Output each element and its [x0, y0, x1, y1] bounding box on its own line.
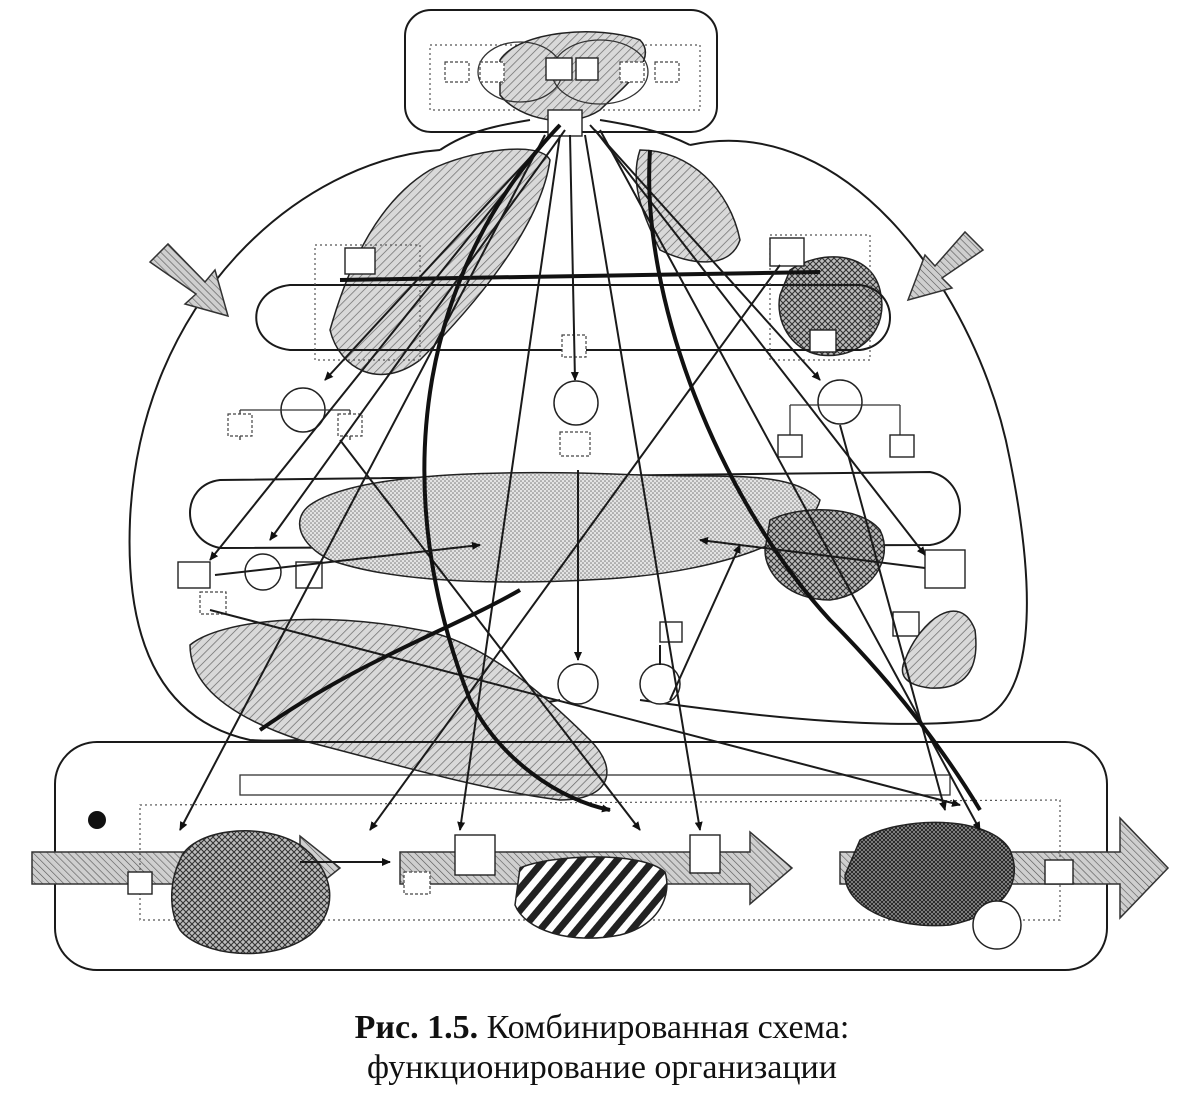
bottom-black-dot: [88, 811, 106, 829]
bottom-circle-right: [972, 900, 1022, 950]
bottom-box-4: [689, 834, 721, 874]
tree-left-box-1: [227, 413, 253, 437]
bottom-box-3: [454, 834, 496, 876]
bottom-production-block: [31, 741, 1170, 971]
level-3-nodes: [227, 379, 915, 458]
right-input-arrow: [906, 230, 985, 302]
connecting-arrows: [179, 123, 982, 866]
caption-title-line-1: Комбинированная схема:: [486, 1009, 850, 1046]
level-2-left-dashed-frame: [314, 244, 421, 361]
level-4-ellipse: [189, 470, 961, 550]
lower-zones: [189, 610, 977, 801]
top-unit-box-1: [444, 61, 470, 83]
arrow-left-to-right-bottom: [209, 609, 961, 807]
arrow-left-mid-horizontal: [214, 541, 481, 576]
bottom-left-cross-blob: [171, 830, 331, 955]
arrow-top-to-bottom-2: [584, 134, 703, 831]
arrow-right-mid-horizontal: [699, 537, 926, 569]
bottom-bar-frame: [239, 774, 951, 796]
top-unit-box-6: [654, 61, 680, 83]
upper-right-cross-blob: [778, 256, 883, 357]
arrow-top-to-left-3: [269, 129, 566, 541]
thick-curve-left: [422, 123, 611, 813]
lower-box-center: [659, 621, 683, 643]
lower-circle-left: [557, 663, 599, 705]
level-2-box-right: [769, 237, 805, 267]
level-2-thick-bar: [339, 270, 821, 282]
top-unit-box-4: [575, 57, 599, 81]
level-3-circle-right: [817, 379, 863, 425]
level-4-circle-left: [244, 553, 282, 591]
inner-top-right-curve: [599, 119, 691, 146]
level-2-box-left: [344, 247, 376, 275]
thick-curve-right: [647, 149, 982, 812]
arrow-right-node-down: [839, 424, 947, 811]
top-unit-box-5: [619, 61, 645, 83]
combined-organization-diagram: [31, 9, 1170, 971]
arrow-top-to-bottom-3: [599, 129, 981, 831]
bottom-right-dense-blob: [844, 821, 1015, 927]
arrow-right-to-bottom: [369, 264, 781, 831]
bottom-box-2: [403, 871, 431, 895]
top-unit-box-3: [545, 57, 573, 81]
arrow-top-to-bottom-4: [179, 134, 546, 831]
arrow-lower-right-up: [669, 544, 741, 701]
bottom-box-5: [1044, 859, 1074, 885]
figure-caption: Рис. 1.5. Комбинированная схема: функцио…: [0, 1008, 1204, 1088]
bottom-dashed-frame: [139, 799, 1061, 921]
left-input-arrow: [148, 242, 230, 318]
top-management-block: [404, 9, 718, 137]
caption-title-line-2: функционирование организации: [367, 1049, 837, 1086]
top-unit-box-2: [479, 61, 505, 83]
tree-right-box-2: [889, 434, 915, 458]
level-4-box-right: [924, 549, 966, 589]
external-input-arrows: [148, 230, 985, 318]
arrow-mid-to-bottom: [339, 439, 641, 831]
bottom-center-stripe-blob: [514, 856, 668, 939]
right-envelope: [639, 139, 1028, 725]
arrow-top-to-center: [569, 134, 579, 381]
bottom-box-1: [127, 871, 153, 895]
thick-diagonal-lower: [258, 588, 521, 732]
upper-right-hatched-zone: [635, 149, 741, 263]
level-4-box-left-1: [177, 561, 211, 589]
tree-right-box-1: [777, 434, 803, 458]
lower-left-hatched-zone: [189, 618, 608, 801]
arrow-top-to-left-2: [209, 129, 556, 561]
caption-line-1: Рис. 1.5. Комбинированная схема:: [0, 1008, 1204, 1048]
level-4-box-left-3: [199, 591, 227, 615]
tree-center-box: [559, 431, 591, 457]
level-2-box-right-2: [809, 329, 837, 353]
level-2-right-dashed-frame: [769, 234, 871, 361]
level-3-circle-center: [553, 380, 599, 426]
arrow-top-to-right-1: [589, 124, 821, 381]
inner-top-left-curve: [439, 119, 531, 151]
arrow-top-to-left-1: [324, 124, 561, 381]
figure-label: Рис. 1.5.: [354, 1009, 479, 1046]
